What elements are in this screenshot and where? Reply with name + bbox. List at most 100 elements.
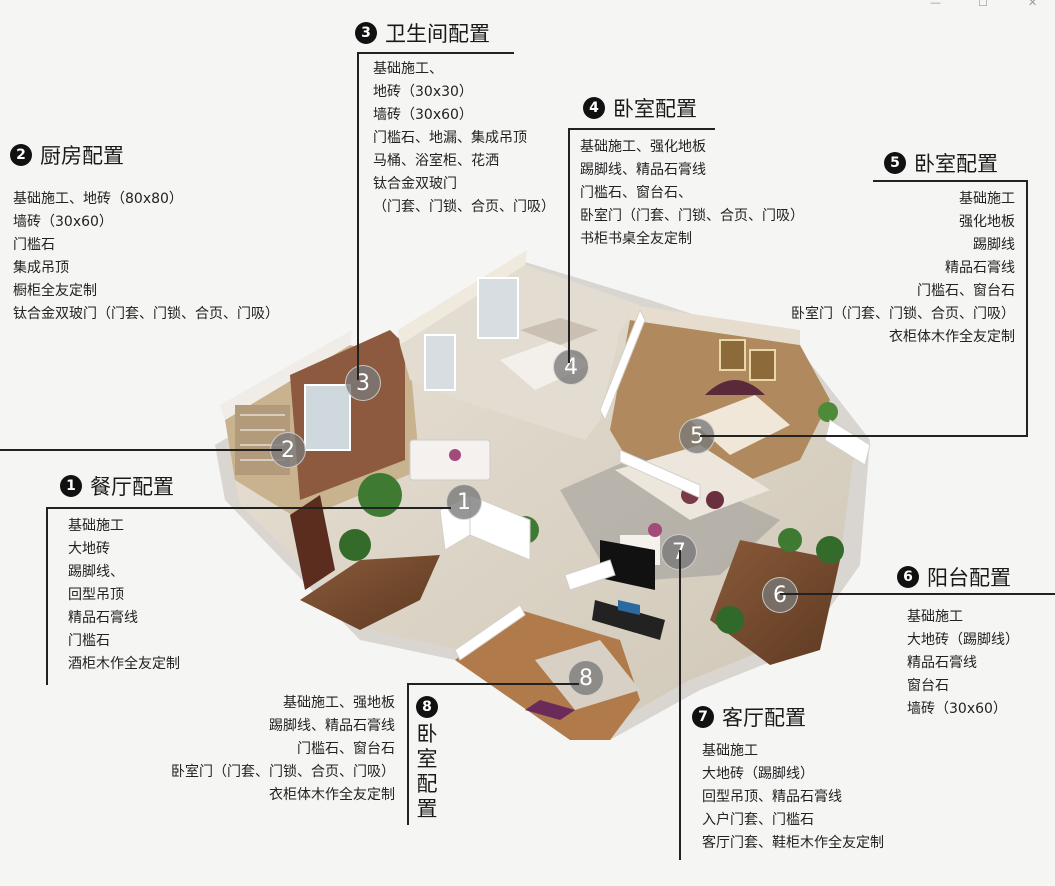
list-item: （门套、门锁、合页、门吸） (373, 199, 555, 215)
bedroom4-title: 4 卧室配置 (583, 93, 697, 123)
leader-line-bathroom-title (357, 52, 514, 54)
list-item: 钛合金双玻门（门套、门锁、合页、门吸） (13, 306, 279, 322)
list-item: 精品石膏线 (945, 260, 1015, 276)
list-item: 强化地板 (959, 214, 1015, 230)
list-item: 门槛石、窗台石 (297, 741, 395, 757)
balcony-title-text: 阳台配置 (927, 566, 1011, 590)
leader-line-dining-v (46, 507, 48, 685)
list-item: 马桶、浴室柜、花洒 (373, 153, 499, 169)
list-item: 门槛石 (13, 237, 55, 253)
list-item: 衣柜体木作全友定制 (889, 329, 1015, 345)
bathroom-title: 3 卫生间配置 (355, 18, 490, 48)
list-item: 精品石膏线 (907, 655, 977, 671)
list-item: 橱柜全友定制 (13, 283, 97, 299)
dining-list: 基础施工 大地砖 踢脚线、 回型吊顶 精品石膏线 门槛石 酒柜木作全友定制 (68, 515, 180, 676)
bedroom5-title-text: 卧室配置 (914, 152, 998, 176)
list-item: 回型吊顶、精品石膏线 (702, 789, 842, 805)
list-item: 回型吊顶 (68, 587, 124, 603)
kitchen-list: 基础施工、地砖（80x80） 墙砖（30x60） 门槛石 集成吊顶 橱柜全友定制… (13, 188, 279, 326)
bathroom-list: 基础施工、 地砖（30x30） 墙砖（30x60） 门槛石、地漏、集成吊顶 马桶… (373, 58, 555, 219)
leader-line-bedroom5-title (873, 180, 1028, 182)
list-item: 钛合金双玻门 (373, 176, 457, 192)
leader-line-bedroom5 (1026, 180, 1028, 436)
dining-badge: 1 (60, 475, 82, 497)
list-item: 墙砖（30x60） (13, 214, 113, 230)
list-item: 基础施工、强化地板 (580, 139, 706, 155)
dining-title: 1 餐厅配置 (60, 471, 174, 501)
bedroom8-title-char: 配 (416, 772, 438, 796)
bedroom5-badge: 5 (884, 152, 906, 174)
leader-line-bathroom (357, 52, 359, 380)
bedroom5-list: 基础施工 强化地板 踢脚线 精品石膏线 门槛石、窗台石 卧室门（门套、门锁、合页… (791, 188, 1015, 349)
list-item: 基础施工 (68, 518, 124, 534)
list-item: 门槛石、地漏、集成吊顶 (373, 130, 527, 146)
bedroom8-title-char: 卧 (416, 722, 438, 746)
list-item: 衣柜体木作全友定制 (269, 787, 395, 803)
list-item: 踢脚线、 (68, 564, 124, 580)
bedroom8-title-char: 室 (416, 747, 438, 771)
leader-line-bedroom8-v (407, 683, 409, 825)
marker-3[interactable]: 3 (345, 365, 381, 401)
list-item: 基础施工 (959, 191, 1015, 207)
list-item: 酒柜木作全友定制 (68, 656, 180, 672)
bedroom8-list: 基础施工、强地板 踢脚线、精品石膏线 门槛石、窗台石 卧室门（门套、门锁、合页、… (171, 692, 395, 807)
list-item: 踢脚线、精品石膏线 (580, 162, 706, 178)
leader-line-kitchen (0, 449, 282, 451)
leader-line-bedroom4 (568, 128, 570, 363)
maximize-icon[interactable]: ☐ (978, 0, 988, 9)
marker-6[interactable]: 6 (762, 577, 798, 613)
list-item: 入户门套、门槛石 (702, 812, 814, 828)
balcony-title: 6 阳台配置 (897, 562, 1011, 592)
list-item: 地砖（30x30） (373, 84, 473, 100)
leader-line-dining (46, 507, 451, 509)
list-item: 基础施工 (702, 743, 758, 759)
leader-line-living (679, 550, 681, 860)
list-item: 门槛石 (68, 633, 110, 649)
list-item: 踢脚线 (973, 237, 1015, 253)
leader-line-balcony (780, 593, 1055, 595)
bedroom8-title: 8 卧 室 配 置 (416, 696, 438, 822)
kitchen-title: 2 厨房配置 (10, 140, 124, 170)
list-item: 基础施工 (907, 609, 963, 625)
bedroom5-title: 5 卧室配置 (884, 148, 998, 178)
living-title: 7 客厅配置 (692, 702, 806, 732)
bathroom-badge: 3 (355, 22, 377, 44)
living-list: 基础施工 大地砖（踢脚线） 回型吊顶、精品石膏线 入户门套、门槛石 客厅门套、鞋… (702, 740, 884, 855)
list-item: 踢脚线、精品石膏线 (269, 718, 395, 734)
kitchen-title-text: 厨房配置 (40, 144, 124, 168)
bedroom4-title-text: 卧室配置 (613, 97, 697, 121)
marker-4[interactable]: 4 (553, 349, 589, 385)
kitchen-badge: 2 (10, 144, 32, 166)
list-item: 基础施工、强地板 (283, 695, 395, 711)
list-item: 基础施工、 (373, 61, 443, 77)
list-item: 窗台石 (907, 678, 949, 694)
list-item: 精品石膏线 (68, 610, 138, 626)
close-icon[interactable]: ✕ (1028, 0, 1038, 9)
list-item: 门槛石、窗台石 (917, 283, 1015, 299)
leader-line-bedroom4-title (568, 128, 715, 130)
list-item: 集成吊顶 (13, 260, 69, 276)
living-badge: 7 (692, 706, 714, 728)
minimize-icon[interactable]: — (930, 0, 941, 9)
list-item: 卧室门（门套、门锁、合页、门吸） (171, 764, 395, 780)
marker-8[interactable]: 8 (568, 660, 604, 696)
list-item: 基础施工、地砖（80x80） (13, 191, 183, 207)
bedroom8-title-char: 置 (416, 797, 438, 821)
bathroom-title-text: 卫生间配置 (385, 22, 490, 46)
list-item: 门槛石、窗台石、 (580, 185, 692, 201)
list-item: 大地砖（踢脚线） (702, 766, 814, 782)
list-item: 客厅门套、鞋柜木作全友定制 (702, 835, 884, 851)
bedroom4-badge: 4 (583, 97, 605, 119)
list-item: 墙砖（30x60） (907, 701, 1007, 717)
list-item: 卧室门（门套、门锁、合页、门吸） (791, 306, 1015, 322)
list-item: 卧室门（门套、门锁、合页、门吸） (580, 208, 804, 224)
list-item: 大地砖 (68, 541, 110, 557)
marker-1[interactable]: 1 (446, 484, 482, 520)
balcony-badge: 6 (897, 566, 919, 588)
list-item: 书柜书桌全友定制 (580, 231, 692, 247)
list-item: 墙砖（30x60） (373, 107, 473, 123)
leader-line-bedroom5-h (700, 435, 1028, 437)
marker-2[interactable]: 2 (270, 432, 306, 468)
balcony-list: 基础施工 大地砖（踢脚线） 精品石膏线 窗台石 墙砖（30x60） (907, 606, 1019, 721)
